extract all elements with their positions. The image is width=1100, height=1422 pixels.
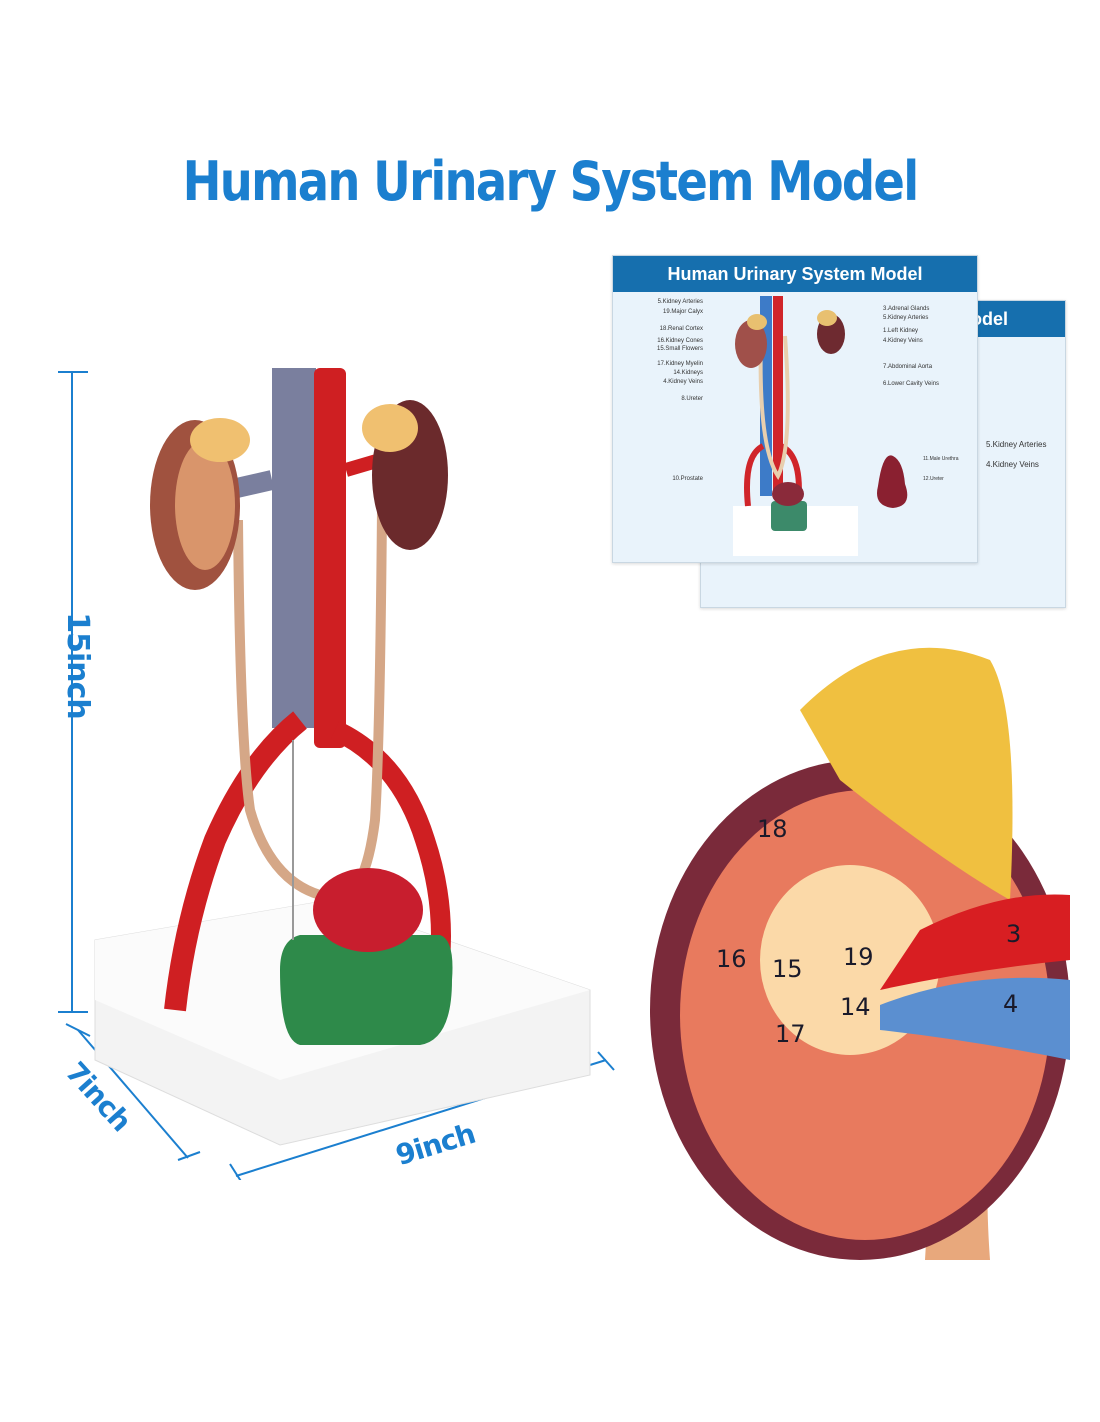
- closeup-number: 17: [775, 1020, 806, 1048]
- card-label: 4.Kidney Veins: [883, 338, 923, 344]
- card-label: 12.Ureter: [923, 476, 944, 482]
- card-label: 5.Kidney Arteries: [657, 299, 703, 305]
- closeup-number: 4: [1003, 990, 1019, 1018]
- closeup-number: 18: [757, 815, 788, 843]
- card-label: 4.Kidney Veins: [663, 379, 703, 385]
- card-label: 5.Kidney Arteries: [883, 315, 929, 321]
- height-dimension-label: 15inch: [59, 612, 95, 719]
- card-label: 1.Left Kidney: [883, 328, 919, 334]
- card-label: 19.Major Calyx: [662, 309, 703, 315]
- card-label: 8.Ureter: [681, 396, 703, 402]
- closeup-number: 16: [716, 945, 747, 973]
- card-label: 15.Small Flowers: [656, 346, 703, 352]
- card-front-title: Human Urinary System Model: [613, 256, 977, 292]
- card-model-illustration: [733, 296, 908, 556]
- card-label: 17.Kidney Myelin: [657, 361, 703, 367]
- card-label: 11.Male Urethra: [923, 456, 959, 462]
- card-back-label: 5.Kidney Arteries: [986, 440, 1047, 449]
- card-label: 3.Adrenal Glands: [883, 306, 930, 312]
- card-label: 6.Lower Cavity Veins: [883, 381, 940, 387]
- closeup-number: 19: [843, 943, 874, 971]
- page-title: Human Urinary System Model: [182, 150, 920, 213]
- kidney-closeup-photo: [650, 647, 1070, 1260]
- card-label: 7.Abdominal Aorta: [883, 364, 933, 370]
- closeup-number: 3: [1006, 920, 1022, 948]
- card-label: 18.Renal Cortex: [659, 326, 703, 332]
- urinary-model-photo: [58, 368, 615, 1180]
- closeup-number: 15: [772, 955, 803, 983]
- card-label: 14.Kidneys: [673, 370, 703, 376]
- closeup-number: 14: [840, 993, 871, 1021]
- card-label: 10.Prostate: [672, 476, 703, 482]
- card-back-label: 4.Kidney Veins: [986, 460, 1039, 469]
- info-card-front: Human Urinary System Model 5.Kidney Arte…: [612, 255, 978, 563]
- card-label: 16.Kidney Cones: [657, 338, 703, 344]
